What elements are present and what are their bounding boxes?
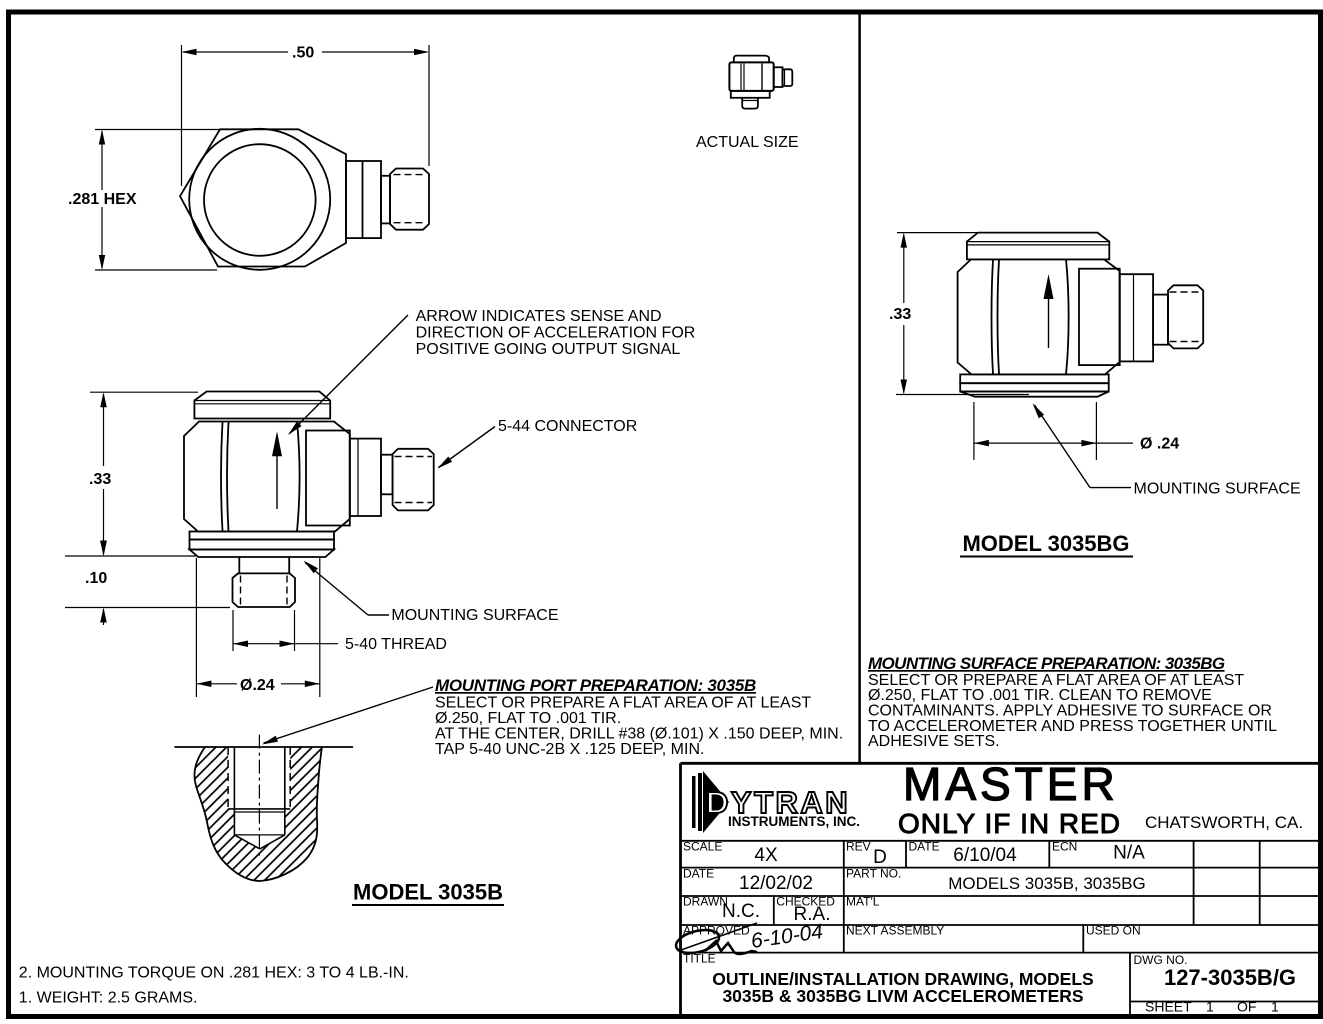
svg-text:Ø.250, FLAT TO .001 TIR.: Ø.250, FLAT TO .001 TIR.: [435, 710, 621, 727]
svg-text:ACTUAL SIZE: ACTUAL SIZE: [696, 134, 799, 151]
svg-text:DWG NO.: DWG NO.: [1134, 953, 1188, 967]
svg-text:TO ACCELEROMETER AND PRESS TOG: TO ACCELEROMETER AND PRESS TOGETHER UNTI…: [868, 718, 1277, 735]
svg-text:6/10/04: 6/10/04: [953, 845, 1017, 866]
svg-text:MOUNTING SURFACE: MOUNTING SURFACE: [391, 607, 558, 624]
svg-text:PART NO.: PART NO.: [846, 866, 901, 880]
svg-text:127-3035B/G: 127-3035B/G: [1164, 965, 1296, 990]
svg-text:.281 HEX: .281 HEX: [68, 191, 137, 208]
svg-text:MODEL 3035BG: MODEL 3035BG: [962, 531, 1129, 556]
svg-text:N.C.: N.C.: [722, 901, 760, 922]
svg-text:CHATSWORTH, CA.: CHATSWORTH, CA.: [1145, 813, 1303, 832]
svg-text:CHECKED: CHECKED: [776, 895, 835, 909]
svg-text:ECN: ECN: [1052, 840, 1077, 854]
svg-text:POSITIVE GOING OUTPUT SIGNAL: POSITIVE GOING OUTPUT SIGNAL: [416, 341, 681, 358]
svg-text:Ø .24: Ø .24: [1140, 436, 1179, 453]
svg-text:N/A: N/A: [1113, 843, 1145, 864]
svg-text:SHEET: SHEET: [1145, 999, 1192, 1015]
svg-text:NEXT ASSEMBLY: NEXT ASSEMBLY: [846, 924, 944, 938]
svg-text:DRAWN: DRAWN: [683, 895, 728, 909]
svg-text:12/02/02: 12/02/02: [739, 873, 813, 894]
svg-text:AT THE CENTER, DRILL #38 (Ø.10: AT THE CENTER, DRILL #38 (Ø.101) X .150 …: [435, 726, 843, 743]
svg-text:5-40 THREAD: 5-40 THREAD: [345, 636, 447, 653]
svg-text:DATE: DATE: [683, 866, 714, 880]
svg-text:ADHESIVE SETS.: ADHESIVE SETS.: [868, 733, 1000, 750]
svg-text:.10: .10: [85, 570, 107, 587]
svg-text:Ø.250, FLAT TO .001 TIR. CLEAN: Ø.250, FLAT TO .001 TIR. CLEAN TO REMOVE: [868, 687, 1212, 704]
svg-text:2. MOUNTING TORQUE ON .281 HEX: 2. MOUNTING TORQUE ON .281 HEX: 3 TO 4 L…: [19, 965, 409, 982]
svg-text:MOUNTING SURFACE: MOUNTING SURFACE: [1134, 481, 1301, 498]
svg-text:SELECT OR PREPARE A FLAT AREA: SELECT OR PREPARE A FLAT AREA OF AT LEAS…: [868, 672, 1244, 689]
svg-text:MASTER: MASTER: [903, 758, 1119, 810]
svg-text:DIRECTION OF ACCELERATION FOR: DIRECTION OF ACCELERATION FOR: [416, 325, 696, 342]
svg-text:APPROVED: APPROVED: [683, 924, 750, 938]
svg-text:1. WEIGHT: 2.5 GRAMS.: 1. WEIGHT: 2.5 GRAMS.: [19, 990, 198, 1007]
svg-text:REV: REV: [846, 840, 871, 854]
svg-text:ONLY IF IN RED: ONLY IF IN RED: [898, 808, 1121, 839]
svg-text:MOUNTING PORT PREPARATION: 303: MOUNTING PORT PREPARATION: 3035B: [435, 676, 756, 695]
svg-text:MODELS 3035B, 3035BG: MODELS 3035B, 3035BG: [948, 874, 1146, 893]
svg-text:INSTRUMENTS, INC.: INSTRUMENTS, INC.: [728, 814, 860, 829]
svg-text:MAT'L: MAT'L: [846, 895, 880, 909]
svg-text:MOUNTING SURFACE PREPARATION:: MOUNTING SURFACE PREPARATION: 3035BG: [868, 654, 1225, 673]
svg-text:DATE: DATE: [909, 840, 940, 854]
svg-text:.33: .33: [89, 471, 111, 488]
svg-text:.33: .33: [889, 306, 911, 323]
svg-text:USED ON: USED ON: [1086, 924, 1141, 938]
svg-text:CONTAMINANTS. APPLY ADHESIVE T: CONTAMINANTS. APPLY ADHESIVE TO SURFACE …: [868, 703, 1272, 720]
svg-text:5-44 CONNECTOR: 5-44 CONNECTOR: [498, 418, 637, 435]
svg-text:SELECT OR PREPARE A FLAT AREA: SELECT OR PREPARE A FLAT AREA OF AT LEAS…: [435, 695, 811, 712]
svg-text:MODEL 3035B: MODEL 3035B: [353, 880, 503, 905]
svg-text:TAP 5-40 UNC-2B X .125 DEEP, M: TAP 5-40 UNC-2B X .125 DEEP, MIN.: [435, 741, 704, 758]
svg-text:4X: 4X: [754, 845, 778, 866]
svg-text:1: 1: [1206, 999, 1214, 1015]
svg-text:ARROW INDICATES SENSE AND: ARROW INDICATES SENSE AND: [416, 308, 662, 325]
svg-text:R.A.: R.A.: [794, 904, 831, 925]
svg-text:OUTLINE/INSTALLATION DRAWING,: OUTLINE/INSTALLATION DRAWING, MODELS: [712, 969, 1093, 989]
svg-text:1: 1: [1271, 999, 1279, 1015]
svg-text:TITLE: TITLE: [683, 951, 716, 965]
svg-text:Ø.24: Ø.24: [240, 677, 275, 694]
svg-text:3035B & 3035BG LIVM ACCELEROME: 3035B & 3035BG LIVM ACCELEROMETERS: [722, 986, 1083, 1006]
svg-text:OF: OF: [1237, 999, 1256, 1015]
svg-text:SCALE: SCALE: [683, 840, 722, 854]
svg-text:D: D: [873, 847, 887, 868]
svg-text:.50: .50: [292, 45, 314, 62]
svg-text:DYTRAN: DYTRAN: [706, 785, 850, 820]
